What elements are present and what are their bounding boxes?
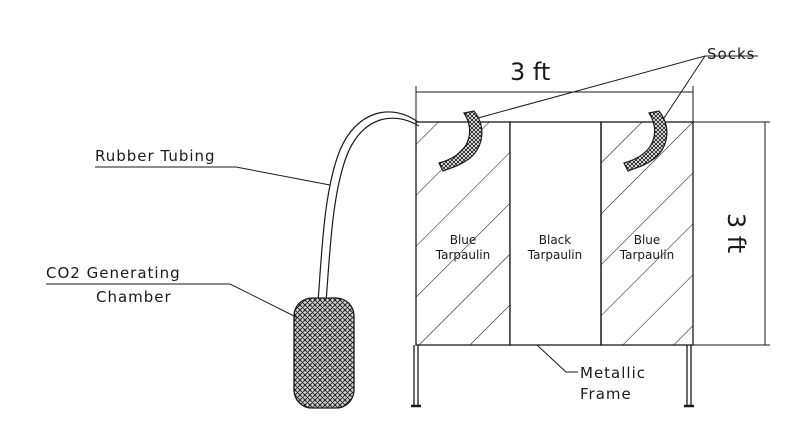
sock-right (623, 110, 668, 172)
socks-label: Socks (707, 45, 755, 63)
metallic-frame-label-line2: Frame (580, 385, 632, 403)
height-dimension (693, 121, 770, 346)
width-dimension-label: 3 ft (510, 58, 550, 86)
panel-labels: Blue Tarpaulin Black Tarpaulin Blue Tarp… (435, 233, 674, 262)
panel-3-line2: Tarpaulin (619, 248, 674, 262)
socks (438, 110, 668, 172)
co2-chamber-label-line1: CO2 Generating (46, 264, 181, 282)
leader-lines (46, 55, 758, 373)
width-dimension (415, 86, 694, 122)
frame-legs (411, 345, 694, 408)
panel-1-line2: Tarpaulin (435, 248, 490, 262)
panel-2-line1: Black (539, 233, 572, 247)
panel-3-line1: Blue (634, 233, 661, 247)
sock-left (438, 110, 483, 172)
co2-chamber (293, 297, 355, 409)
panel-2-line2: Tarpaulin (527, 248, 582, 262)
metallic-frame-label-line1: Metallic (580, 364, 646, 382)
rubber-tubing (317, 111, 420, 303)
center-black-panel (509, 121, 602, 346)
panel-1-line1: Blue (450, 233, 477, 247)
co2-chamber-label-line2: Chamber (96, 288, 172, 306)
rubber-tubing-label: Rubber Tubing (95, 147, 216, 165)
height-dimension-label: 3 ft (722, 213, 750, 253)
